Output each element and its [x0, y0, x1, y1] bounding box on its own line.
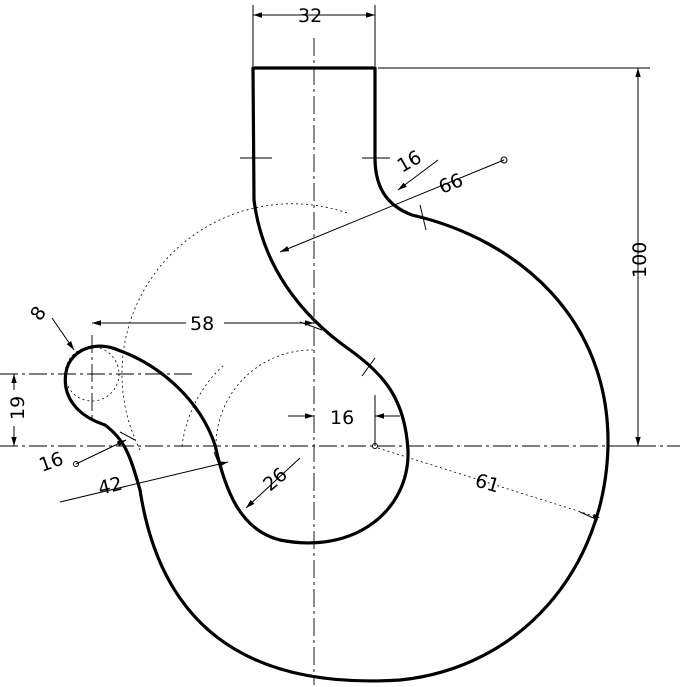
dim-r26: 26: [245, 457, 301, 509]
leader-r16-tip-origin: [73, 461, 79, 467]
dim-19: 19: [4, 374, 29, 446]
dim-label-32: 32: [298, 5, 322, 27]
tick: [361, 357, 376, 377]
dim-label-r66: 66: [436, 169, 467, 198]
leader-r42: [59, 461, 229, 503]
dim-label-r8: 8: [26, 302, 51, 325]
hook-profile: [63, 66, 610, 683]
leader-r16-top: [397, 159, 439, 191]
leader-r61-tick: [579, 511, 599, 521]
dim-r61: 61: [377, 447, 601, 521]
r66-construction-arc: [121, 203, 351, 451]
dim-label-r42: 42: [96, 473, 125, 500]
leader-r61: [377, 447, 601, 519]
dim-label-16-inner: 16: [330, 407, 354, 429]
dim-label-19: 19: [7, 396, 29, 420]
tick: [119, 431, 136, 441]
dim-58-text-bg: [186, 310, 224, 334]
leader-r26: [245, 457, 301, 509]
center-lines: [0, 38, 680, 685]
tick: [419, 204, 427, 231]
dim-58: 58: [92, 310, 314, 335]
tangent-ticks: [119, 157, 427, 441]
r42-construction-arc: [181, 363, 226, 447]
r26-construction-arc: [215, 349, 315, 447]
dim-r16-top: 16: [394, 146, 439, 191]
leader-r16-tip: [75, 439, 127, 465]
dim-r16-tip: 16: [36, 439, 127, 477]
leader-r42-tick: [213, 451, 223, 473]
dim-r8: 8: [26, 302, 75, 351]
dim-16-inner: 16: [288, 395, 400, 449]
dim-label-58: 58: [190, 313, 214, 335]
dim-16-text-bg: [326, 404, 360, 428]
dim-100: 100: [378, 67, 651, 447]
leader-r8: [51, 317, 75, 351]
inner-center-point: [372, 443, 378, 449]
dim-32: 32: [252, 5, 376, 66]
hook-outline: [63, 66, 610, 683]
dim-19-text-bg: [4, 390, 26, 426]
dim-label-100: 100: [629, 242, 651, 278]
leader-r66: [279, 159, 505, 253]
dim-label-r16-tip: 16: [36, 448, 66, 477]
leader-r66-origin: [500, 156, 508, 164]
dim-label-r61: 61: [473, 470, 502, 498]
